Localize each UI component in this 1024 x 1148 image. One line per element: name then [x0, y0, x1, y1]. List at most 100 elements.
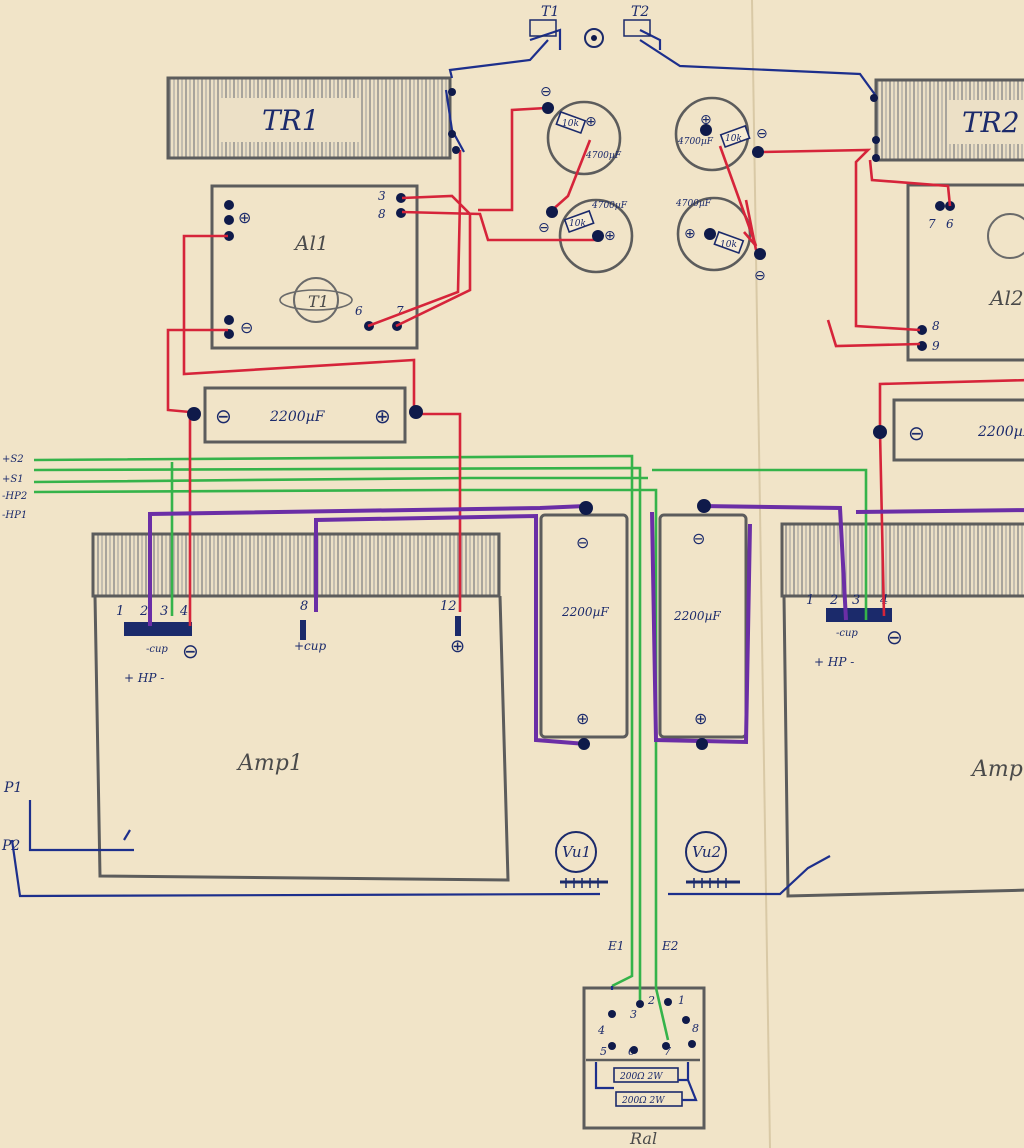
bus-label-hp2: -HP2 — [2, 491, 27, 502]
purple-wires — [148, 504, 1024, 746]
svg-text:⊖: ⊖ — [576, 533, 589, 552]
bus-label-s1: +S1 — [2, 474, 24, 485]
filter-cap-1-value: 2200µF — [269, 409, 326, 425]
svg-text:⊖: ⊖ — [692, 529, 705, 548]
vu-meter-1: Vu1 — [555, 831, 608, 888]
bus-labels: +S2 +S1 -HP2 -HP1 — [2, 454, 27, 521]
vertical-capacitor-1: ⊖ 2200µF ⊕ — [539, 513, 629, 739]
al2-pin-7: 7 — [928, 217, 936, 231]
filter-cap-2-minus: ⊖ — [908, 421, 925, 445]
transformer-tr2-label: TR2 — [962, 106, 1020, 139]
amp1-pin-1: 1 — [116, 604, 124, 619]
selector-pin-1: 1 — [678, 994, 685, 1007]
svg-text:⊖: ⊖ — [540, 84, 552, 100]
fuse-label-2: T2 — [631, 4, 649, 20]
amp2-pin-3: 3 — [852, 593, 860, 608]
amp2-label: Amp — [970, 757, 1023, 782]
vu-meter-1-label: Vu1 — [562, 843, 591, 861]
amp1-pin-2: 2 — [139, 604, 148, 619]
blue-wires — [10, 39, 877, 990]
red-wires — [166, 106, 1024, 626]
filter-cap-2-value: 2200µF — [977, 424, 1024, 440]
filter-capacitor-2: ⊖ 2200µF — [892, 398, 1024, 462]
amp1-pin-8: 8 — [300, 599, 308, 614]
round-capacitor-4-resistor: 10k — [720, 240, 737, 250]
rectifier-al1-label: Al1 — [293, 231, 329, 255]
selector-resistor-2: 200Ω 2W — [621, 1096, 665, 1106]
wire-label-e2: E2 — [661, 939, 678, 953]
mains-terminal — [584, 28, 604, 48]
rectifier-al2-label: Al2 — [988, 286, 1024, 310]
filter-cap-1-minus: ⊖ — [215, 404, 232, 428]
selector-pin-2: 2 — [647, 994, 655, 1007]
filter-capacitor-1: ⊖ 2200µF ⊕ — [203, 386, 407, 444]
paper-fold — [751, 0, 771, 1148]
selector-pin-7: 7 — [664, 1045, 671, 1058]
amp2-pin-2: 2 — [829, 593, 838, 608]
wire-label-e1: E1 — [607, 939, 624, 953]
al2-pin-8: 8 — [932, 319, 940, 333]
svg-text:⊕: ⊕ — [700, 112, 712, 128]
amp1-pin-12: 12 — [440, 599, 457, 614]
round-capacitor-3-value: 4700µF — [677, 137, 714, 147]
svg-text:⊖: ⊖ — [756, 126, 768, 142]
fuse-block: T1 T2 — [529, 4, 662, 50]
round-capacitor-1-resistor: 10k — [562, 119, 579, 129]
selector-pin-3: 3 — [630, 1008, 637, 1021]
svg-text:⊕: ⊕ — [604, 228, 616, 244]
svg-text:⊖: ⊖ — [240, 318, 253, 337]
round-capacitor-4-value: 4700µF — [675, 199, 712, 209]
svg-text:⊕: ⊕ — [694, 709, 707, 728]
svg-text:⊖: ⊖ — [538, 220, 550, 236]
input-label-p1: P1 — [3, 780, 22, 796]
amp1-note-pluscup: +cup — [294, 639, 327, 653]
round-capacitor-3: 10k 4700µF ⊕ ⊖ — [674, 96, 768, 172]
thermal-switch-label: T1 — [308, 292, 329, 311]
vertical-cap-1-value: 2200µF — [561, 605, 609, 619]
selector-pin-4: 4 — [597, 1024, 605, 1037]
vu-meter-2: Vu2 — [685, 831, 740, 888]
round-capacitor-4: 10k 4700µF ⊕ ⊖ — [675, 196, 766, 284]
title-block-label: Ral — [629, 1129, 657, 1148]
al1-pin-7: 7 — [396, 304, 404, 318]
round-capacitor-1-value: 4700µF — [585, 151, 622, 161]
rectifier-board-al2: Al2 7 6 8 9 — [906, 183, 1024, 362]
selector-switch: E1 E2 3 2 1 8 4 5 6 7 200Ω 2W 200Ω 2W — [582, 939, 706, 1130]
vertical-capacitor-2: ⊖ 2200µF ⊕ — [658, 513, 748, 739]
vertical-cap-2-value: 2200µF — [673, 609, 721, 623]
amp2-note-hp: + HP - — [814, 655, 854, 669]
bus-label-hp1: -HP1 — [2, 510, 27, 521]
connection-dots — [187, 88, 887, 750]
al1-pin-6: 6 — [355, 304, 363, 318]
green-wires — [33, 454, 868, 1041]
round-capacitor-2-value: 4700µF — [591, 201, 628, 211]
amp1-pin-4: 4 — [179, 604, 188, 619]
svg-text:⊖: ⊖ — [886, 625, 903, 649]
svg-text:⊖: ⊖ — [754, 268, 766, 284]
svg-text:⊖: ⊖ — [182, 639, 199, 663]
selector-pin-8: 8 — [692, 1022, 699, 1035]
amp2-note-cup: -cup — [836, 628, 858, 639]
amplifier-amp2: Amp 1 2 3 4 -cup + HP - ⊖ — [780, 522, 1024, 898]
svg-text:⊕: ⊕ — [585, 114, 597, 130]
svg-text:⊕: ⊕ — [576, 709, 589, 728]
amp1-note-cup: -cup — [146, 644, 168, 655]
round-capacitor-3-resistor: 10k — [725, 134, 742, 144]
bus-label-s2: +S2 — [2, 454, 24, 465]
al1-pin-3: 3 — [378, 189, 386, 203]
al1-pin-8: 8 — [378, 207, 386, 221]
amp1-label: Amp1 — [236, 751, 303, 776]
al2-pin-6: 6 — [946, 217, 954, 231]
round-capacitor-2-resistor: 10k — [569, 219, 586, 229]
input-label-p2: P2 — [1, 838, 20, 854]
transformer-tr1: TR1 — [166, 76, 452, 160]
round-capacitor-1: 10k 4700µF ⊖ ⊕ — [540, 84, 622, 176]
svg-text:⊕: ⊕ — [684, 226, 696, 242]
fuse-label-1: T1 — [541, 4, 559, 20]
al2-pin-9: 9 — [932, 339, 940, 353]
selector-pin-5: 5 — [600, 1045, 607, 1058]
transformer-tr1-label: TR1 — [262, 104, 320, 137]
svg-text:⊕: ⊕ — [450, 636, 465, 657]
amp2-pin-1: 1 — [806, 593, 814, 608]
